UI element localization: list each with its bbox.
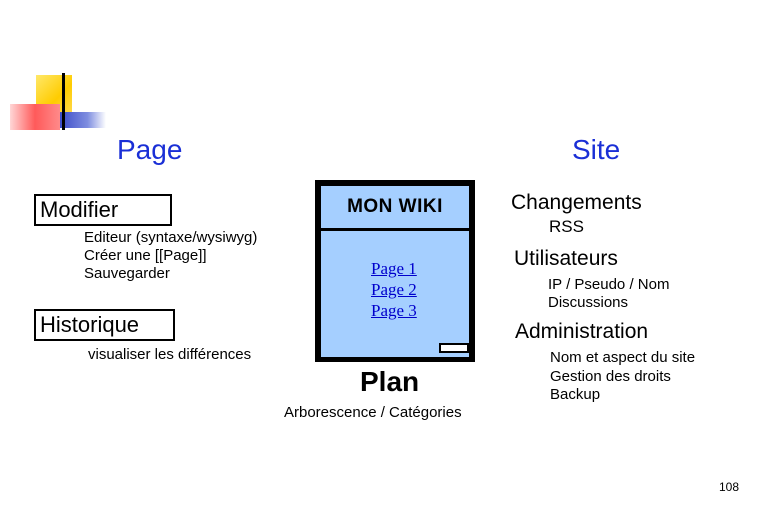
modifier-item-editeur: Editeur (syntaxe/wysiwyg) [84, 229, 258, 246]
wiki-link-page-1[interactable]: Page 1 [371, 259, 417, 278]
wiki-link-page-3[interactable]: Page 3 [371, 301, 417, 320]
slide-number: 108 [719, 480, 740, 494]
utilisateurs-item-ip: IP / Pseudo / Nom [548, 276, 670, 293]
administration-title: Administration [515, 320, 649, 343]
site-heading: Site [572, 134, 621, 165]
logo-vertical-line [62, 73, 65, 130]
wiki-slot-icon [439, 343, 469, 353]
plan-subtitle: Arborescence / Catégories [284, 404, 462, 421]
modifier-item-sauvegarder: Sauvegarder [84, 265, 170, 282]
utilisateurs-title: Utilisateurs [514, 247, 618, 270]
historique-item-visualiser: visualiser les différences [88, 346, 252, 363]
wiki-window: MON WIKI Page 1 Page 2 Page 3 [315, 180, 475, 362]
modifier-box: Modifier [34, 194, 172, 226]
logo-red-bar [10, 104, 60, 130]
wiki-title: MON WIKI [321, 186, 469, 228]
administration-item-droits: Gestion des droits [550, 368, 671, 385]
wiki-link-page-2[interactable]: Page 2 [371, 280, 417, 299]
logo-blue-bar [60, 112, 106, 128]
plan-label: Plan [360, 366, 420, 397]
utilisateurs-item-discussions: Discussions [548, 294, 629, 311]
wiki-body: Page 1 Page 2 Page 3 [321, 231, 469, 357]
administration-item-nom: Nom et aspect du site [550, 349, 696, 366]
page-heading: Page [117, 134, 183, 165]
modifier-item-creer: Créer une [[Page]] [84, 247, 207, 264]
administration-item-backup: Backup [550, 386, 601, 403]
historique-box: Historique [34, 309, 175, 341]
changements-title: Changements [511, 191, 642, 214]
changements-item-rss: RSS [549, 217, 584, 236]
